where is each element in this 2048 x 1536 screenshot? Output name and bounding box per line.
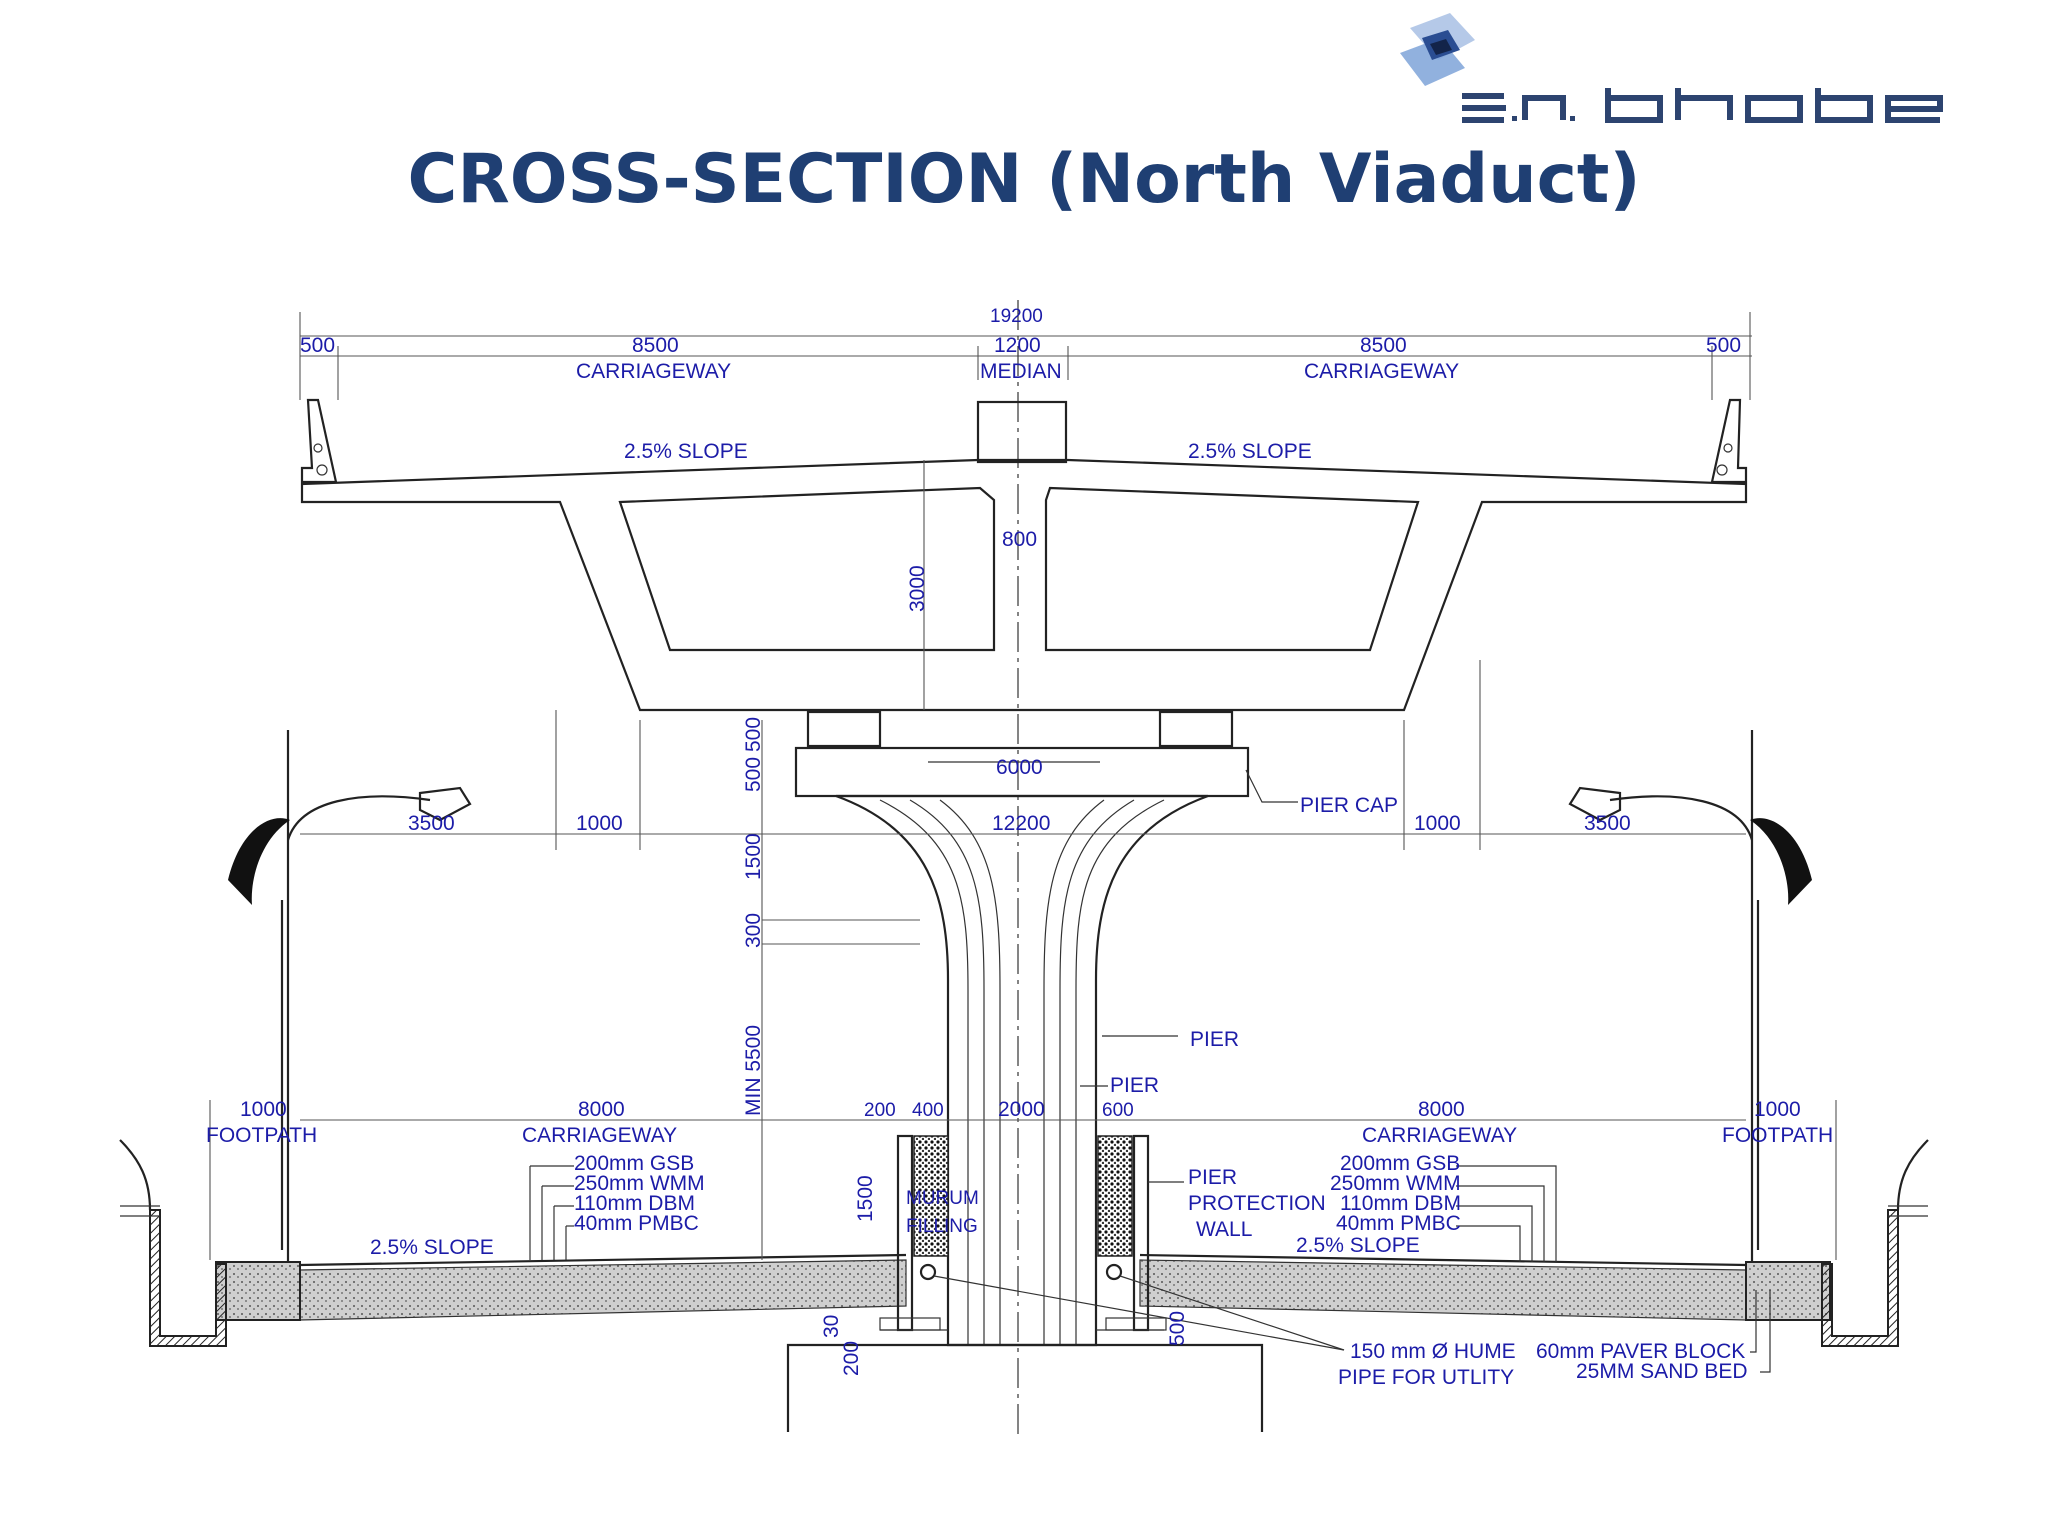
- label-pier-cap: PIER CAP: [1300, 794, 1398, 817]
- label-footpath-left: FOOTPATH: [206, 1124, 317, 1147]
- top-dimension-chain: [299, 300, 1752, 1440]
- label-murum-filling-2: FILLING: [906, 1216, 978, 1237]
- pier-protection-wall-left: [879, 1134, 949, 1332]
- pier-cap: [794, 710, 1250, 798]
- label-wall-dim: 200: [864, 1100, 896, 1121]
- logo-cube-icon: [1400, 13, 1475, 86]
- street-lamp-left: [228, 730, 472, 1262]
- label-overhang-right: 500: [1706, 334, 1741, 357]
- drain-left: [119, 1139, 227, 1347]
- label-footpath-right: FOOTPATH: [1722, 1124, 1833, 1147]
- label-paver-1: 60mm PAVER BLOCK: [1536, 1340, 1745, 1363]
- mid-dimension-lines: [209, 460, 1837, 1260]
- label-layer-left-4: 40mm PMBC: [574, 1212, 699, 1235]
- label-murum-filling-1: MURUM: [906, 1188, 979, 1209]
- street-lamp-right: [1568, 730, 1812, 1262]
- label-pipe-1: 150 mm Ø HUME: [1350, 1340, 1516, 1363]
- label-road-right-dim: 8000: [1418, 1098, 1465, 1121]
- label-wall-height: 1500: [854, 1175, 877, 1222]
- drain-right: [1821, 1139, 1929, 1347]
- ground-road-left: [215, 1253, 907, 1321]
- label-cap-width: 6000: [996, 756, 1043, 779]
- label-dim-200: 200: [840, 1341, 863, 1376]
- label-pier-span: 12200: [992, 812, 1050, 835]
- label-dim-1500: 1500: [742, 833, 765, 880]
- label-protection-wall-3: WALL: [1196, 1218, 1252, 1241]
- label-cap-depth-1: 500: [742, 717, 765, 752]
- label-overhang-left: 500: [300, 334, 335, 357]
- label-lamp-left: 3500: [408, 812, 455, 835]
- label-ground-slope-right: 2.5% SLOPE: [1296, 1234, 1420, 1257]
- label-pier: PIER: [1190, 1028, 1239, 1051]
- label-protection-wall-2: PROTECTION: [1188, 1192, 1326, 1215]
- label-median-dim: 1200: [994, 334, 1041, 357]
- label-pier-dia: 2000: [998, 1098, 1045, 1121]
- label-pier-2: PIER: [1110, 1074, 1159, 1097]
- label-pipe-2: PIPE FOR UTLITY: [1338, 1366, 1514, 1389]
- label-slope-right: 2.5% SLOPE: [1188, 440, 1312, 463]
- logo-wordmark: [1462, 88, 1943, 123]
- label-layer-right-2: 250mm WMM: [1330, 1172, 1461, 1195]
- label-carriageway-right-dim: 8500: [1360, 334, 1407, 357]
- label-road-left-dim: 8000: [578, 1098, 625, 1121]
- label-carriageway-right: CARRIAGEWAY: [1304, 360, 1459, 383]
- label-min-clearance: MIN 5500: [742, 1025, 765, 1116]
- label-cap-depth-2: 500: [742, 757, 765, 792]
- label-layer-right-4: 40mm PMBC: [1336, 1212, 1461, 1235]
- leader-lines: [529, 769, 1771, 1373]
- label-clear-left: 1000: [576, 812, 623, 835]
- label-footpath-left-dim: 1000: [240, 1098, 287, 1121]
- pier-protection-wall-right: [1097, 1134, 1167, 1332]
- label-murum-dim: 400: [912, 1100, 944, 1121]
- label-layer-left-1: 200mm GSB: [574, 1152, 694, 1175]
- label-dim-300: 300: [742, 913, 765, 948]
- label-paver-2: 25MM SAND BED: [1576, 1360, 1748, 1383]
- label-footpath-right-dim: 1000: [1754, 1098, 1801, 1121]
- sn-bhobe-logo: [1400, 13, 1943, 123]
- label-layer-right-1: 200mm GSB: [1340, 1152, 1460, 1175]
- label-carriageway-left: CARRIAGEWAY: [576, 360, 731, 383]
- ground-road-right: [1139, 1253, 1831, 1321]
- label-lamp-right: 3500: [1584, 812, 1631, 835]
- label-web-width: 800: [1002, 528, 1037, 551]
- label-protection-wall-1: PIER: [1188, 1166, 1237, 1189]
- drawing-labels: 19200 500 8500 CARRIAGEWAY 1200 MEDIAN 8…: [206, 306, 1833, 1389]
- label-carriageway-left-dim: 8500: [632, 334, 679, 357]
- label-ground-slope-left: 2.5% SLOPE: [370, 1236, 494, 1259]
- page-title: CROSS-SECTION (North Viaduct): [407, 140, 1641, 219]
- label-median: MEDIAN: [980, 360, 1062, 383]
- label-dim-30: 30: [820, 1315, 843, 1338]
- label-road-left: CARRIAGEWAY: [522, 1124, 677, 1147]
- box-girder-deck: [300, 398, 1748, 712]
- label-clear-right: 1000: [1414, 812, 1461, 835]
- label-layer-left-3: 110mm DBM: [574, 1192, 695, 1215]
- label-murum-dim-right: 600: [1102, 1100, 1134, 1121]
- label-dim-500: 500: [1166, 1311, 1189, 1346]
- label-box-depth: 3000: [906, 565, 929, 612]
- label-slope-left: 2.5% SLOPE: [624, 440, 748, 463]
- label-layer-right-3: 110mm DBM: [1340, 1192, 1461, 1215]
- label-layer-left-2: 250mm WMM: [574, 1172, 705, 1195]
- label-total-width: 19200: [990, 306, 1043, 327]
- label-road-right: CARRIAGEWAY: [1362, 1124, 1517, 1147]
